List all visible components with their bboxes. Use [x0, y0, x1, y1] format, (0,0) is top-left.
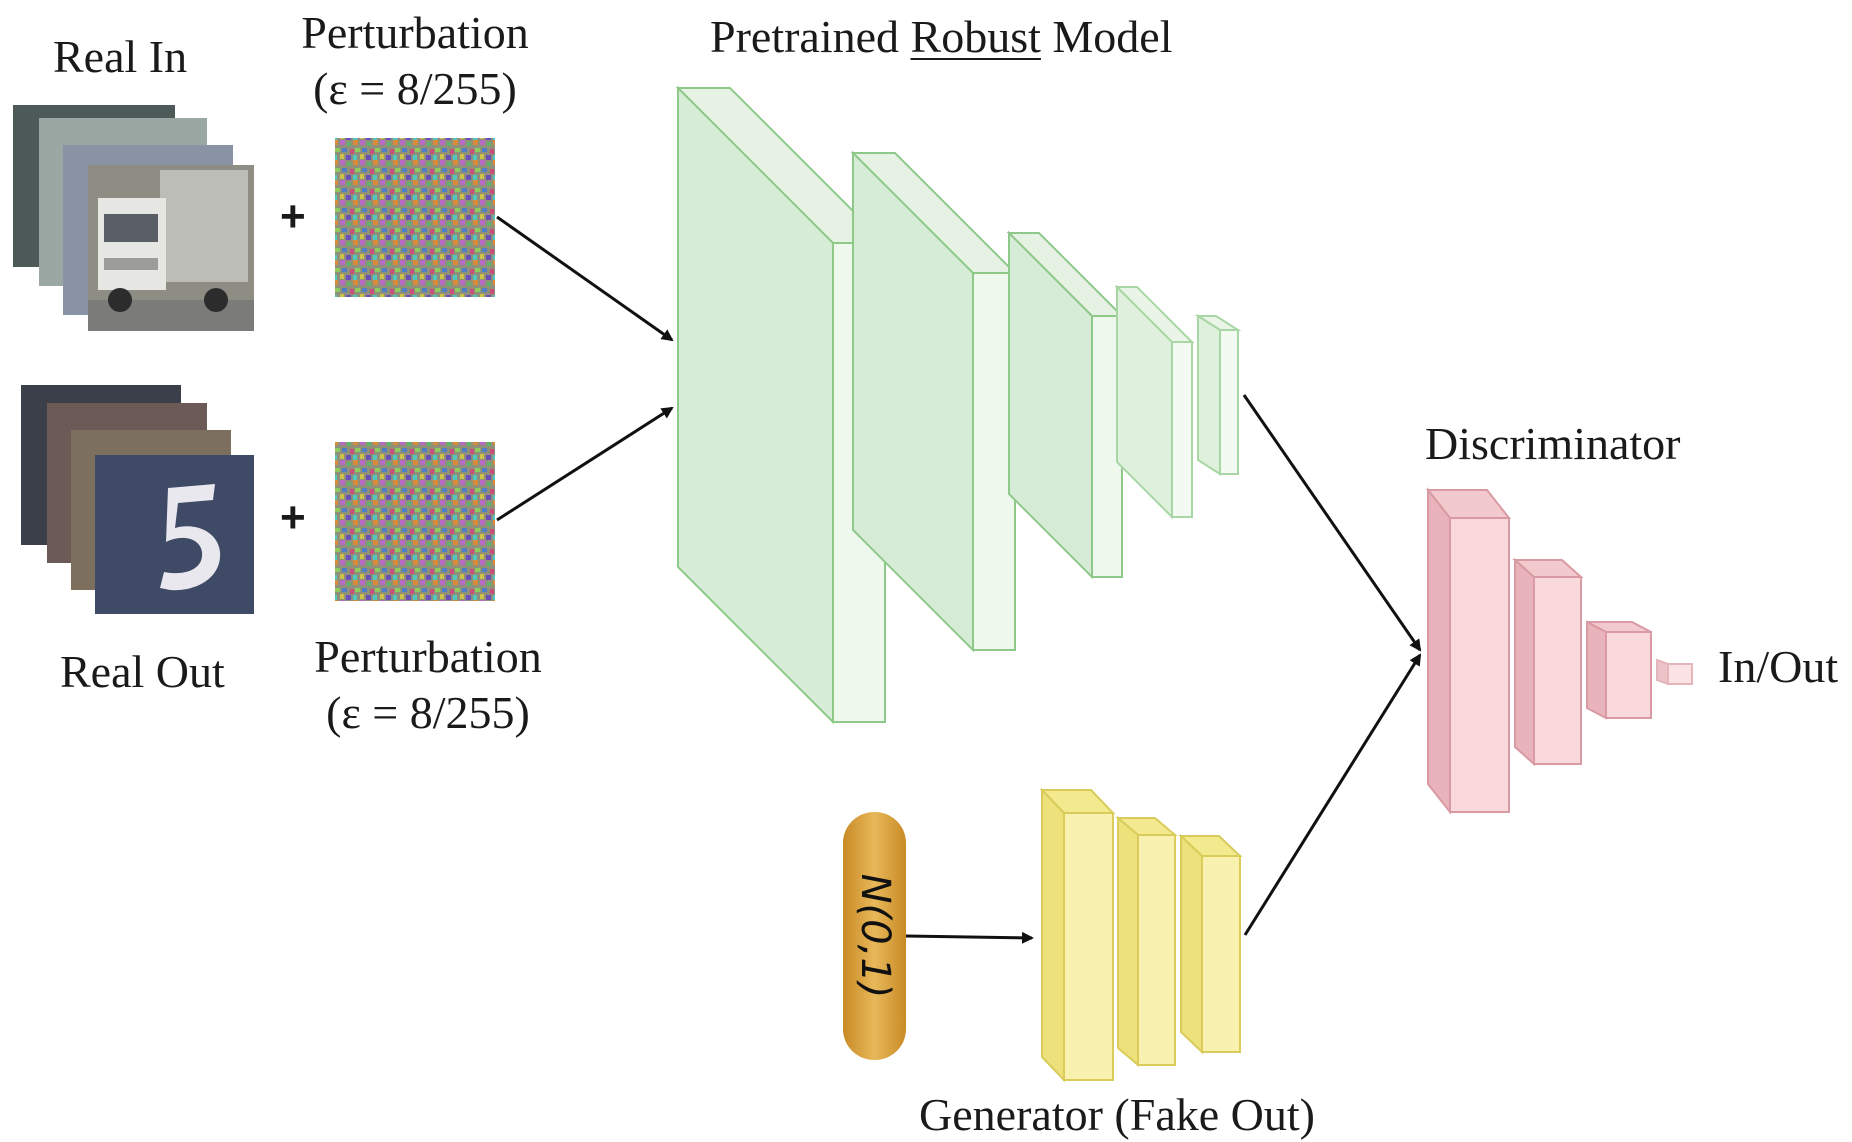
real-out-image-stack: [21, 385, 254, 614]
arrow-model-to-discriminator: [1242, 394, 1422, 652]
perturbation-bottom-label: Perturbation: [314, 631, 542, 682]
real-in-image-stack: [13, 105, 254, 331]
arrow-noise-to-generator: [905, 931, 1034, 944]
discriminator-layer-3: [1586, 620, 1652, 720]
perturbation-top-label: Perturbation: [301, 7, 529, 58]
digit-5-photo-icon: [95, 455, 254, 614]
real-in-label: Real In: [53, 31, 188, 82]
plus-sign-top: +: [280, 192, 306, 241]
generator-label: Generator (Fake Out): [919, 1089, 1315, 1140]
robust-model-layer-2: [850, 150, 1018, 653]
epsilon-top-label: (ε = 8/255): [313, 63, 517, 114]
robust-model-title-pre: Pretrained: [710, 11, 911, 62]
robust-model-title: Pretrained Robust Model: [710, 10, 1173, 63]
discriminator-label: Discriminator: [1425, 418, 1681, 469]
perturbation-noise-top: [335, 138, 495, 297]
arrow-real-out-to-model: [496, 406, 674, 522]
generator-layer-1: [1039, 787, 1116, 1083]
plus-sign-bottom: +: [280, 493, 306, 542]
robust-model-title-underlined: Robust: [910, 11, 1041, 62]
discriminator-layer-1: [1425, 487, 1512, 815]
generator-layer-2: [1115, 815, 1178, 1068]
arrow-generator-to-discriminator: [1243, 653, 1422, 936]
in-out-label: In/Out: [1718, 641, 1839, 692]
robust-model-layer-5: [1194, 314, 1242, 476]
robust-model-layer-3: [1006, 230, 1125, 580]
noise-pill: [843, 812, 906, 1060]
discriminator-layer-2: [1512, 557, 1584, 767]
truck-photo-icon: [88, 165, 254, 331]
real-out-label: Real Out: [60, 646, 225, 697]
arrow-real-in-to-model: [496, 215, 674, 342]
noise-label: N(0,1): [852, 873, 898, 999]
discriminator-layer-4: [1656, 658, 1693, 686]
epsilon-bottom-label: (ε = 8/255): [326, 687, 530, 738]
robust-model-layer-1: [675, 85, 888, 725]
generator-layer-3: [1178, 833, 1243, 1055]
robust-model-layer-4: [1114, 284, 1195, 520]
perturbation-noise-bottom: [335, 442, 495, 601]
robust-model-title-post: Model: [1040, 11, 1173, 62]
